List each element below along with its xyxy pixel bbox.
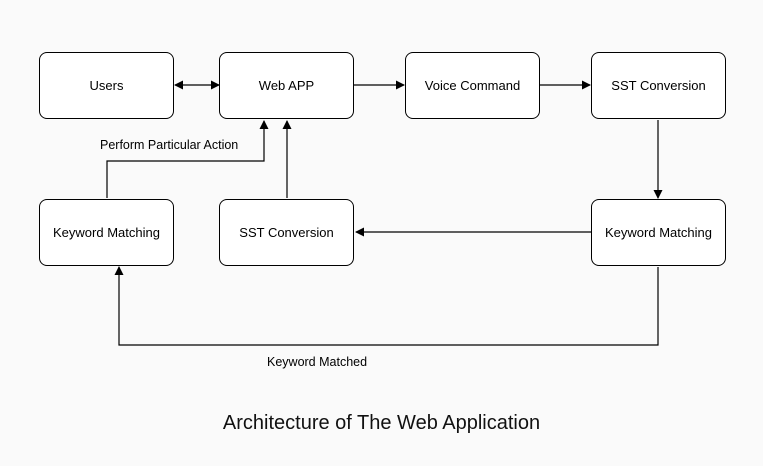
node-voice-command: Voice Command: [405, 52, 540, 119]
node-keyword-matching-right: Keyword Matching: [591, 199, 726, 266]
edge-kwright-kwleft: [114, 266, 659, 346]
node-sst-conversion-bottom-label: SST Conversion: [239, 225, 334, 240]
node-sst-conversion-top-label: SST Conversion: [611, 78, 706, 93]
node-users: Users: [39, 52, 174, 119]
node-sst-conversion-top: SST Conversion: [591, 52, 726, 119]
edge-kwleft-webapp: [106, 120, 269, 198]
edge-label-keyword-matched: Keyword Matched: [267, 355, 368, 369]
node-keyword-matching-right-label: Keyword Matching: [605, 225, 712, 240]
node-voice-command-label: Voice Command: [424, 78, 521, 93]
node-web-app-label: Web APP: [258, 78, 315, 93]
node-users-label: Users: [89, 78, 124, 93]
diagram-caption: Architecture of The Web Application: [222, 412, 541, 434]
node-keyword-matching-left-label: Keyword Matching: [53, 225, 160, 240]
edge-label-perform-action: Perform Particular Action: [100, 138, 239, 152]
node-keyword-matching-left: Keyword Matching: [39, 199, 174, 266]
node-sst-conversion-bottom: SST Conversion: [219, 199, 354, 266]
node-web-app: Web APP: [219, 52, 354, 119]
